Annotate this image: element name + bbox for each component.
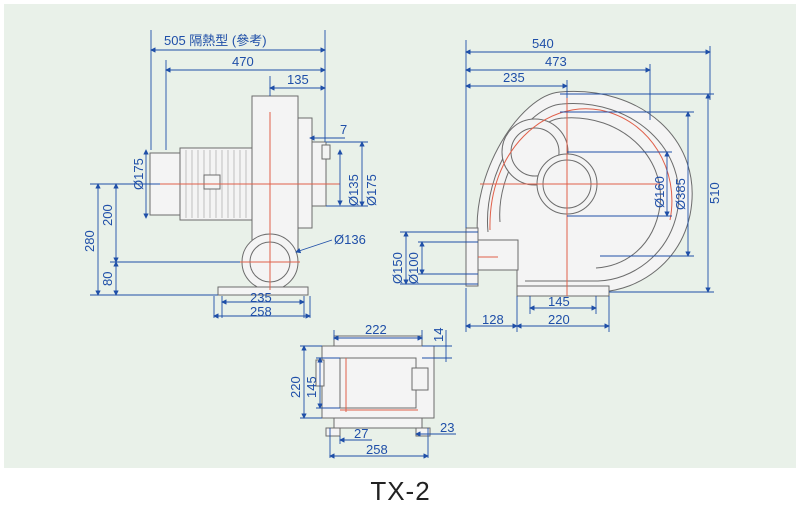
dim-510-label: 510 — [707, 182, 722, 204]
dim-flange-135-label: Ø135 — [346, 174, 361, 206]
dim-side-235-label: 235 — [250, 290, 272, 305]
dim-base-258-label: 258 — [366, 442, 388, 457]
dim-base-27-label: 27 — [354, 426, 368, 441]
dim-front-235-label: 235 — [503, 70, 525, 85]
housing-flange — [297, 117, 313, 229]
technical-drawing: 505 隔熱型 (參考) 470 135 7 Ø175 Ø135 Ø175 Ø1… — [82, 30, 722, 459]
dim-200-label: 200 — [100, 204, 115, 226]
model-name: TX-2 — [370, 476, 431, 506]
dim-80-label: 80 — [100, 272, 115, 286]
dim-base-14-label: 14 — [431, 328, 446, 342]
dim-473-label: 473 — [545, 54, 567, 69]
base-inner — [339, 357, 417, 409]
dim-160-label: Ø160 — [652, 176, 667, 208]
base-foot-left — [325, 427, 341, 437]
dim-7-label: 7 — [340, 122, 347, 137]
dim-128-label: 128 — [482, 312, 504, 327]
dim-motor-dia-label: Ø175 — [131, 158, 146, 190]
dim-outlet-dia-label: Ø136 — [334, 232, 366, 247]
dim-150-label: Ø150 — [390, 252, 405, 284]
base-slot-right — [411, 367, 429, 391]
dim-385-label: Ø385 — [673, 178, 688, 210]
dim-base-145-label: 145 — [304, 376, 319, 398]
dim-front-220-label: 220 — [548, 312, 570, 327]
dim-side-258-label: 258 — [250, 304, 272, 319]
dim-280-label: 280 — [82, 230, 97, 252]
terminal-box — [203, 174, 221, 190]
front-base — [516, 285, 610, 297]
dim-100-label: Ø100 — [406, 252, 421, 284]
dim-470-label: 470 — [232, 54, 254, 69]
dim-540-label: 540 — [532, 36, 554, 51]
flange-bolt — [321, 144, 331, 160]
dim-135-label: 135 — [287, 72, 309, 87]
dim-505-label: 505 隔熱型 (參考) — [164, 33, 267, 48]
base-bottom-lip — [333, 417, 423, 429]
dim-base-220-label: 220 — [288, 376, 303, 398]
side-view: 505 隔熱型 (參考) 470 135 7 Ø175 Ø135 Ø175 Ø1… — [82, 30, 379, 319]
front-view: 540 473 235 Ø160 Ø385 510 Ø150 Ø100 — [390, 36, 722, 332]
dim-flange-175-label: Ø175 — [364, 174, 379, 206]
dim-base-222-label: 222 — [365, 322, 387, 337]
dim-front-145-label: 145 — [548, 294, 570, 309]
outlet-duct — [477, 239, 519, 271]
dim-base-23-label: 23 — [440, 420, 454, 435]
base-top-lip — [333, 335, 423, 347]
side-foot — [217, 286, 309, 296]
fan-housing — [251, 95, 299, 253]
outlet-flange — [465, 227, 479, 287]
base-view: 222 14 220 145 27 23 258 — [288, 322, 456, 459]
